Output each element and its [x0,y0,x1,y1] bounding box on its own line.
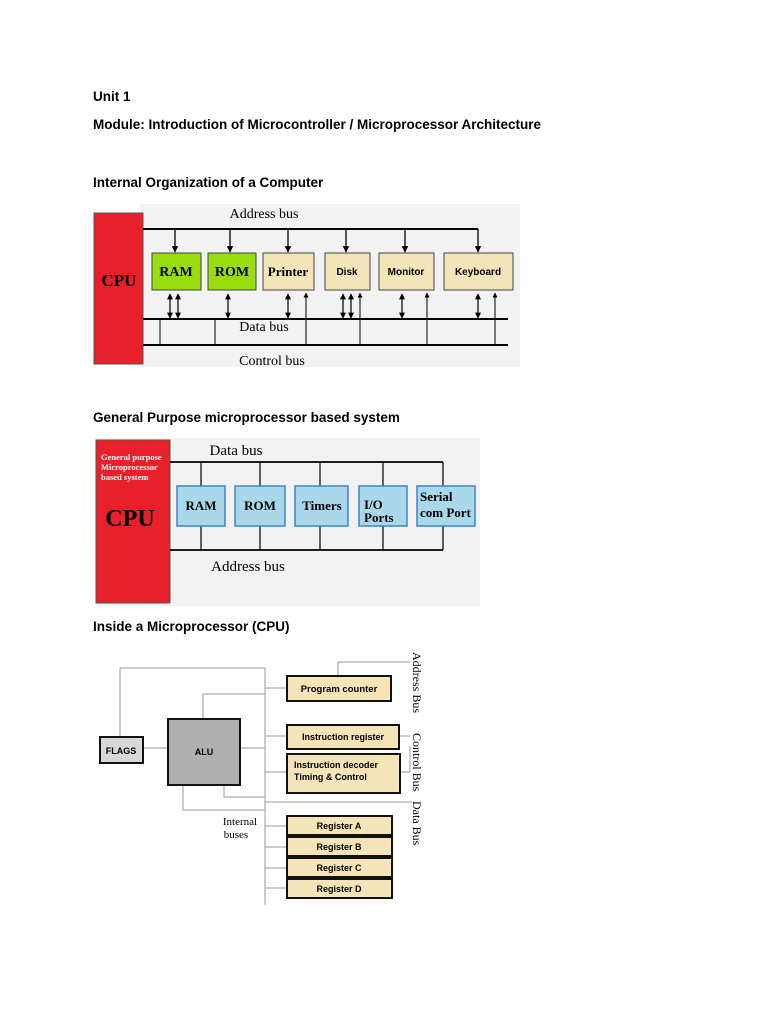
rom2-label: ROM [244,498,276,513]
disk-block [324,252,371,291]
cpu2-caption-1: General purpose [101,452,162,462]
cpu-label: CPU [102,271,137,290]
data-bus3-label: Data Bus [410,801,424,846]
cpu-block [93,212,144,365]
module-title: Module: Introduction of Microcontroller … [93,117,542,132]
timers-label: Timers [302,498,341,513]
section3-heading: Inside a Microprocessor (CPU) [93,619,290,634]
monitor-block [378,252,435,291]
printer-block [262,252,315,291]
register-c-block [286,857,393,878]
ram-block [151,252,202,291]
alu-label: ALU [195,747,214,757]
flags-block [99,736,144,764]
internal-buses-label-2: buses [224,829,248,841]
instruction-decoder-label-2: Timing & Control [294,772,367,782]
register-d-label: Register D [316,884,362,894]
rom-label: ROM [215,265,249,280]
alu-block [167,718,241,786]
ram2-block [176,485,226,527]
control-bus3-label: Control Bus [410,733,424,792]
cpu2-label: CPU [105,506,154,532]
printer-label: Printer [268,264,309,279]
rom2-block [234,485,286,527]
serial-port-block [416,485,476,527]
section1-heading: Internal Organization of a Computer [93,175,324,190]
disk-label: Disk [336,267,358,278]
monitor-label: Monitor [388,267,425,278]
register-a-label: Register A [317,821,362,831]
serial-port-label-1: Serial [420,489,453,504]
section2-heading: General Purpose microprocessor based sys… [93,410,400,425]
program-counter-label: Program counter [301,684,378,695]
ram2-label: RAM [185,498,216,513]
instruction-decoder-block [286,753,401,794]
instruction-decoder-label-1: Instruction decoder [294,760,379,770]
ram-label: RAM [159,265,192,280]
instruction-register-label: Instruction register [302,732,385,742]
program-counter-block [286,675,392,702]
register-a-block [286,815,393,836]
diagram1-background [140,204,520,367]
io-ports-label-2: Ports [364,510,394,525]
register-d-block [286,878,393,899]
address-bus2-label: Address bus [211,559,285,575]
cpu2-caption-3: based system [101,472,148,482]
register-b-label: Register B [316,842,362,852]
io-ports-block [358,485,408,527]
cpu2-caption-2: Microprocessor [101,462,158,472]
unit-title: Unit 1 [93,89,131,104]
keyboard-block [443,252,514,291]
instruction-register-block [286,724,400,750]
cpu2-block [95,439,171,604]
control-bus-label: Control bus [239,354,305,369]
register-b-block [286,836,393,857]
diagram2-background [96,438,480,606]
address-bus-label: Address bus [230,207,299,222]
data-bus2-label: Data bus [210,443,263,459]
rom-block [207,252,257,291]
data-bus-label: Data bus [239,320,288,335]
serial-port-label-2: com Port [420,505,472,520]
keyboard-label: Keyboard [455,267,501,278]
address-bus3-label: Address Bus [410,652,424,713]
flags-label: FLAGS [106,746,137,756]
timers-block [294,485,349,527]
io-ports-label-1: I/O [364,497,383,512]
internal-buses-label-1: Internal [223,816,257,828]
register-c-label: Register C [316,863,362,873]
